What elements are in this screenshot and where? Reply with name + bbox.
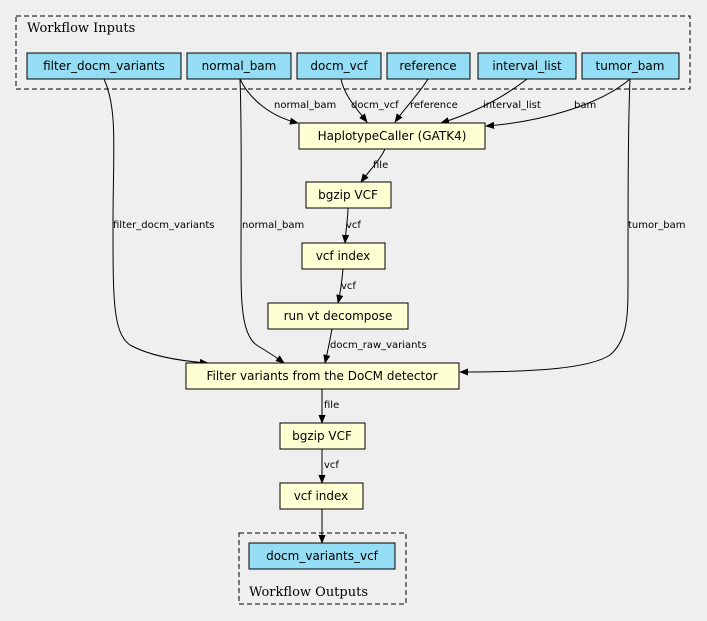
step-node-bgzip-1[interactable]: bgzip VCF xyxy=(305,181,392,209)
edge-bgzip-to-index xyxy=(341,207,350,244)
workflow-inputs-label: Workflow Inputs xyxy=(27,21,135,36)
edge-label-interval-list: interval_list xyxy=(483,100,541,111)
step-node-index-1[interactable]: vcf index xyxy=(301,242,386,270)
output-label-docm-variants-vcf: docm_variants_vcf xyxy=(266,549,379,563)
input-node-reference[interactable]: reference xyxy=(386,52,471,80)
edge-label-reference: reference xyxy=(410,100,458,111)
edge-tumor-bam-to-haplotypecaller xyxy=(485,78,631,129)
output-node-docm-variants-vcf[interactable]: docm_variants_vcf xyxy=(248,542,396,570)
input-node-filter-docm-variants[interactable]: filter_docm_variants xyxy=(26,52,182,80)
step-node-bgzip-2[interactable]: bgzip VCF xyxy=(279,422,366,450)
edge-haplotypecaller-to-bgzip xyxy=(360,148,386,183)
edge-label-normal-bam-2: normal_bam xyxy=(242,220,304,231)
edge-tumor-bam-to-filter xyxy=(459,78,631,376)
edge-label-normal-bam: normal_bam xyxy=(274,100,336,111)
edge-docm-vcf-to-haplotypecaller xyxy=(340,78,368,123)
step-node-haplotypecaller[interactable]: HaplotypeCaller (GATK4) xyxy=(298,122,486,150)
edge-label-docm-vcf: docm_vcf xyxy=(351,100,399,111)
edge-label-bam: bam xyxy=(574,100,596,111)
edge-label-vcf-3: vcf xyxy=(324,460,339,471)
step-label-bgzip-1: bgzip VCF xyxy=(318,188,378,202)
edge-index-to-decompose xyxy=(336,268,344,304)
edge-label-vcf-1: vcf xyxy=(346,220,361,231)
input-label-reference: reference xyxy=(399,59,456,73)
edge-label-docm-raw-variants: docm_raw_variants xyxy=(330,340,427,351)
input-node-docm-vcf[interactable]: docm_vcf xyxy=(296,52,382,80)
edge-normal-bam-to-filter xyxy=(239,78,285,364)
input-label-normal-bam: normal_bam xyxy=(202,59,277,73)
edge-label-file-1: file xyxy=(373,160,388,171)
edge-normal-bam-to-haplotypecaller xyxy=(239,78,299,125)
edge-interval-list-to-haplotypecaller xyxy=(440,78,528,125)
edge-labels: normal_bam docm_vcf reference interval_l… xyxy=(113,100,685,471)
edge-label-vcf-2: vcf xyxy=(341,281,356,292)
step-label-filter: Filter variants from the DoCM detector xyxy=(206,369,437,383)
step-label-decompose: run vt decompose xyxy=(284,309,393,323)
edge-decompose-to-filter xyxy=(323,328,333,364)
input-label-filter-docm-variants: filter_docm_variants xyxy=(43,59,165,73)
input-label-interval-list: interval_list xyxy=(492,59,562,73)
step-node-decompose[interactable]: run vt decompose xyxy=(267,302,409,330)
edge-label-filter-docm-variants: filter_docm_variants xyxy=(113,220,215,231)
workflow-outputs-label: Workflow Outputs xyxy=(249,585,368,600)
input-node-normal-bam[interactable]: normal_bam xyxy=(186,52,292,80)
input-node-interval-list[interactable]: interval_list xyxy=(477,52,577,80)
step-node-filter[interactable]: Filter variants from the DoCM detector xyxy=(185,362,460,390)
workflow-inputs-cluster: Workflow Inputs xyxy=(15,15,691,90)
input-label-docm-vcf: docm_vcf xyxy=(310,59,368,73)
step-label-index-2: vcf index xyxy=(294,489,349,503)
edge-label-file-2: file xyxy=(324,400,339,411)
input-node-tumor-bam[interactable]: tumor_bam xyxy=(581,52,680,80)
edge-reference-to-haplotypecaller xyxy=(394,78,429,123)
step-label-haplotypecaller: HaplotypeCaller (GATK4) xyxy=(318,129,467,143)
step-node-index-2[interactable]: vcf index xyxy=(279,482,364,510)
edge-label-tumor-bam: tumor_bam xyxy=(628,220,685,231)
input-label-tumor-bam: tumor_bam xyxy=(596,59,665,73)
step-label-bgzip-2: bgzip VCF xyxy=(292,429,352,443)
step-label-index-1: vcf index xyxy=(316,249,371,263)
edge-filter-docm-variants-to-filter xyxy=(103,78,209,367)
edges xyxy=(103,78,631,544)
